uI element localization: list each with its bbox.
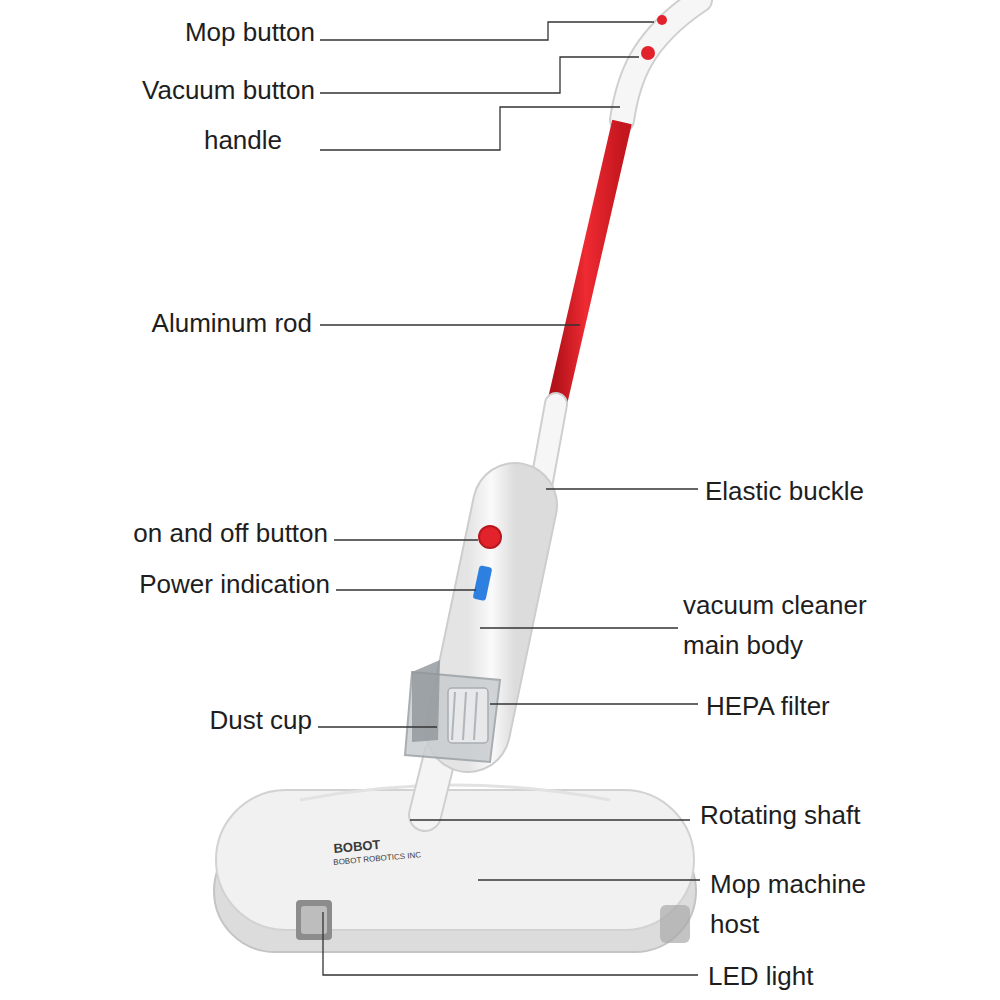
part-label: Elastic buckle: [705, 475, 864, 507]
part-label: Aluminum rod: [152, 307, 312, 339]
part-label: Power indication: [139, 568, 330, 600]
part-label: HEPA filter: [706, 690, 830, 722]
part-label: handle: [204, 124, 282, 156]
part-label: Mop button: [185, 16, 315, 48]
part-label: vacuum cleaner main body: [683, 585, 888, 665]
part-label: Mop machine host: [710, 864, 888, 944]
part-label: Dust cup: [209, 704, 312, 736]
part-label: on and off button: [133, 517, 328, 549]
part-label: Rotating shaft: [700, 799, 860, 831]
mop-base: [214, 785, 696, 952]
leader-lines: [318, 22, 700, 975]
dust-cup: [405, 660, 500, 762]
part-label: LED light: [708, 960, 814, 992]
part-label: Vacuum button: [142, 74, 315, 106]
